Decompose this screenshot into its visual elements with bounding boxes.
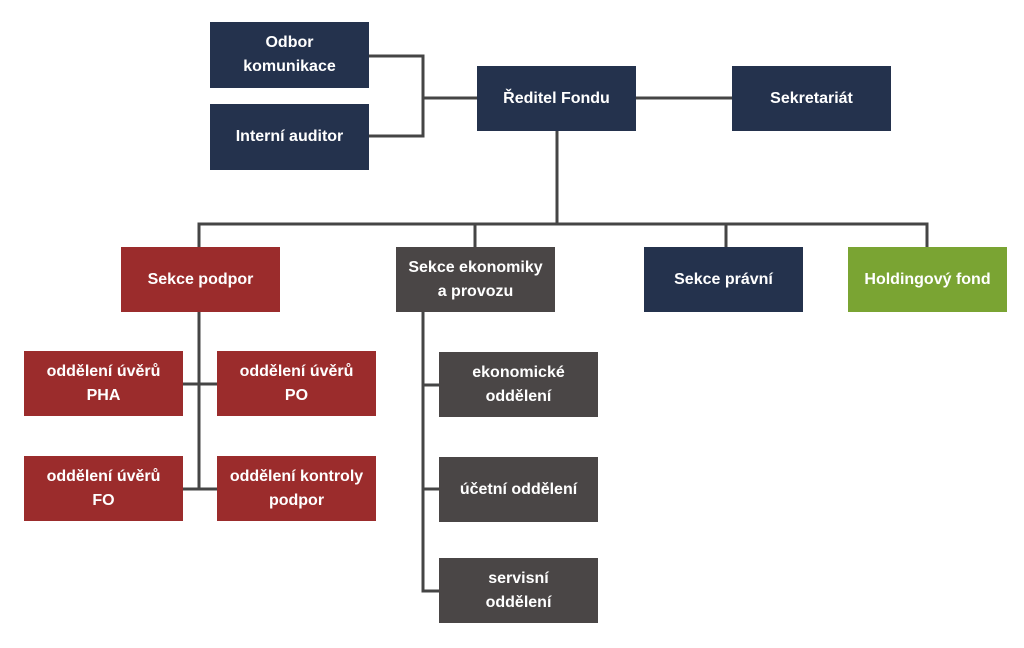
ekonomicke-oddeleni-box: ekonomické oddělení <box>439 352 598 417</box>
servisni-oddeleni-box: servisní oddělení <box>439 558 598 623</box>
holdingovy-fond-box: Holdingový fond <box>848 247 1007 312</box>
sekce-podpor-box: Sekce podpor <box>121 247 280 312</box>
oddeleni-uveru-pha-box: oddělení úvěrů PHA <box>24 351 183 416</box>
sekretariat-box: Sekretariát <box>732 66 891 131</box>
oddeleni-uveru-fo-box: oddělení úvěrů FO <box>24 456 183 521</box>
sekce-pravni-box: Sekce právní <box>644 247 803 312</box>
interni-auditor-box: Interní auditor <box>210 104 369 170</box>
oddeleni-kontroly-podpor-box: oddělení kontroly podpor <box>217 456 376 521</box>
reditel-fondu-box: Ředitel Fondu <box>477 66 636 131</box>
sekce-ekonomiky-box: Sekce ekonomiky a provozu <box>396 247 555 312</box>
oddeleni-uveru-po-box: oddělení úvěrů PO <box>217 351 376 416</box>
ucetni-oddeleni-box: účetní oddělení <box>439 457 598 522</box>
odbor-komunikace-box: Odbor komunikace <box>210 22 369 88</box>
